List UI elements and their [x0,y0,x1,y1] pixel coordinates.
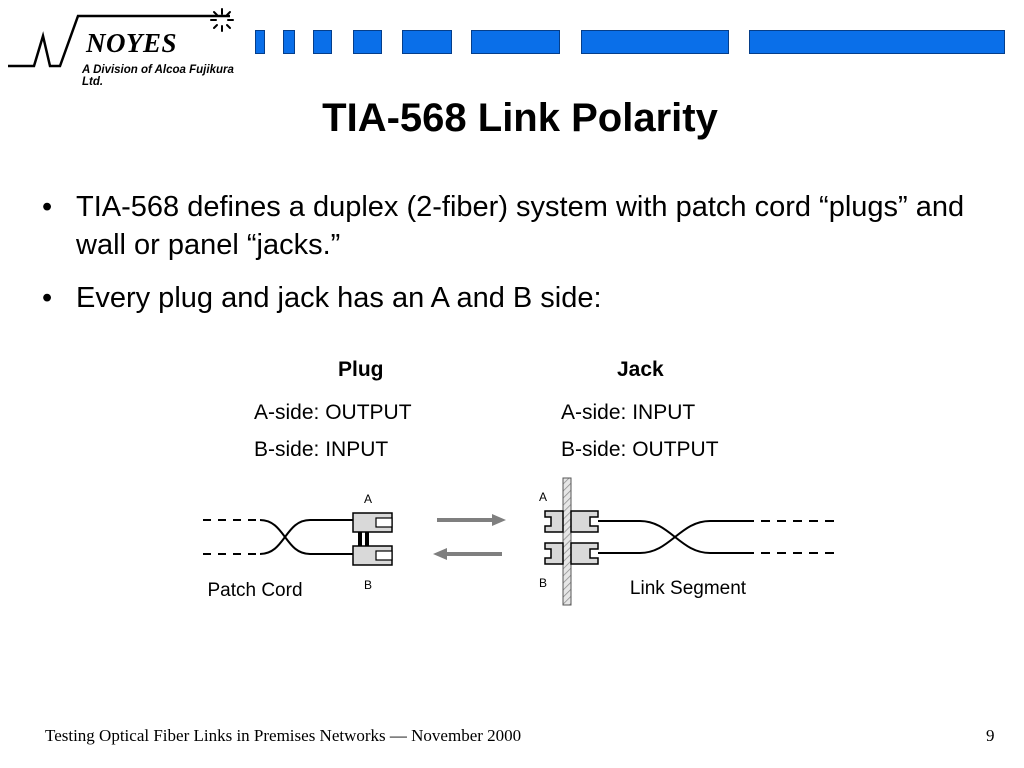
jack-a-side: A-side: INPUT [561,401,696,424]
noyes-logo: NOYES A Division of Alcoa Fujikura Ltd. [8,8,240,88]
jack-a-label: A [539,490,547,504]
header-bar [255,30,265,54]
starburst-icon [210,8,234,32]
polarity-diagram: A B Patch Cord A B Link Segment [203,477,840,606]
header-bar [581,30,729,54]
header-bar [283,30,295,54]
plug-b-side: B-side: INPUT [254,438,389,461]
jack-heading: Jack [617,358,664,381]
patch-cord-label: Patch Cord [207,580,302,601]
page-number: 9 [986,726,995,745]
logo-subtitle: A Division of Alcoa Fujikura Ltd. [82,64,234,88]
header-bar [471,30,560,54]
plug-b-label: B [364,578,372,592]
jack-connector [544,510,599,565]
slide-title: TIA-568 Link Polarity [322,96,718,140]
link-segment-fibers [598,520,840,554]
bullet-marker: • [42,191,53,223]
bullet-item: • TIA-568 defines a duplex (2-fiber) sys… [42,188,982,268]
patch-cord-fibers [203,519,353,555]
header-bar [749,30,1005,54]
right-arrow-icon [437,514,506,526]
logo-name: NOYES [86,28,178,58]
link-segment-label: Link Segment [630,578,747,599]
header-bar [313,30,332,54]
header-bars [0,30,1024,56]
plug-heading: Plug [338,358,384,381]
bullet-text: Every plug and jack has an A and B side: [76,282,602,314]
bullet-text: TIA-568 defines a duplex (2-fiber) syste… [76,191,965,261]
bullet-marker: • [42,282,53,314]
signal-pulse-icon [8,14,230,68]
header-bar [402,30,452,54]
jack-b-side: B-side: OUTPUT [561,438,719,461]
plug-connector [352,512,393,566]
wall-panel [562,477,572,606]
plug-a-side: A-side: OUTPUT [254,401,412,424]
left-arrow-icon [433,548,502,560]
plug-a-label: A [364,492,372,506]
header-bar [353,30,382,54]
bullet-item: • Every plug and jack has an A and B sid… [42,279,982,319]
footer-text: Testing Optical Fiber Links in Premises … [45,726,522,745]
jack-b-label: B [539,576,547,590]
